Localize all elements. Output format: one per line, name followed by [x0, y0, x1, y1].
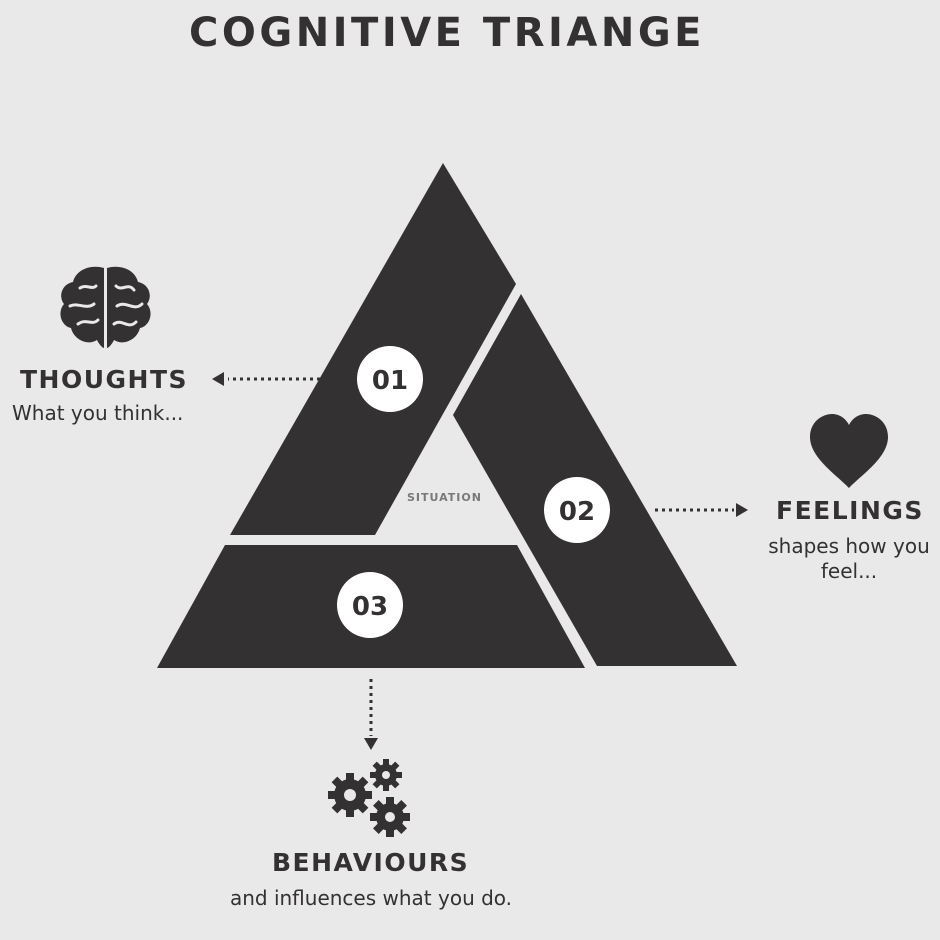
- badge-01: 01: [357, 346, 423, 412]
- heart-icon: [810, 414, 888, 488]
- feelings-description: shapes how you feel...: [768, 534, 930, 583]
- behaviours-heading: BEHAVIOURS: [272, 848, 470, 877]
- badge-03: 03: [337, 572, 403, 638]
- badge-03-number: 03: [352, 592, 388, 622]
- segment-feelings: [453, 294, 737, 666]
- segment-thoughts: [230, 163, 516, 535]
- behaviours-description: and influences what you do.: [229, 886, 513, 910]
- badge-01-number: 01: [372, 366, 408, 396]
- center-label: SITUATION: [407, 491, 482, 504]
- brain-icon: [60, 266, 151, 348]
- badge-02-number: 02: [559, 497, 595, 527]
- arrow-to-feelings: [655, 503, 748, 517]
- badge-02: 02: [544, 477, 610, 543]
- gears-icon: [328, 759, 410, 837]
- thoughts-heading: THOUGHTS: [20, 365, 189, 394]
- thoughts-description: What you think...: [12, 401, 184, 425]
- feelings-heading: FEELINGS: [776, 496, 924, 525]
- page-title: COGNITIVE TRIANGE: [189, 10, 705, 56]
- arrow-to-thoughts: [212, 372, 320, 386]
- arrow-to-behaviours: [364, 679, 378, 750]
